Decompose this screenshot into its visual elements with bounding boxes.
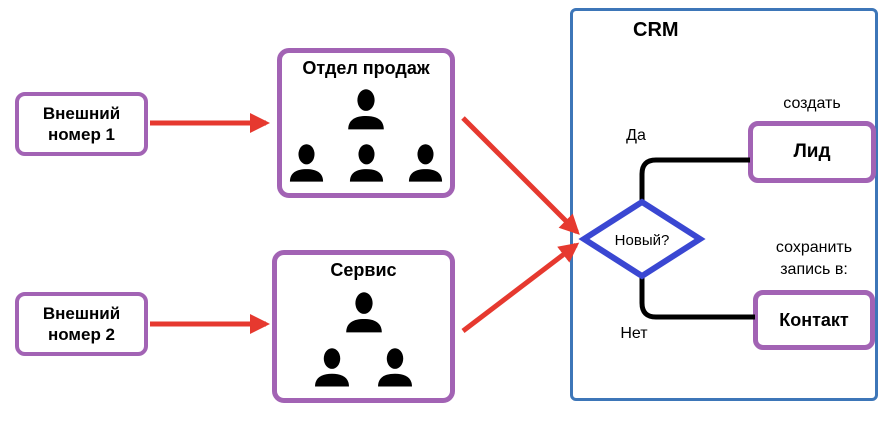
lead-label: Лид: [793, 141, 831, 162]
sales-department-box: Отдел продаж: [277, 48, 455, 198]
person-icon: [374, 346, 416, 390]
yes-branch-label: Да: [626, 127, 646, 144]
lead-box: Лид: [748, 121, 876, 183]
person-icon: [286, 142, 327, 185]
arrow-service-to-decision: [461, 242, 580, 333]
person-icon: [344, 87, 388, 133]
person-icon: [342, 290, 386, 336]
lead-caption: создать: [783, 95, 841, 112]
service-department-box: Сервис: [272, 250, 455, 403]
crm-title: CRM: [633, 19, 679, 41]
external-number-1-label: Внешний номер 1: [42, 103, 121, 144]
no-branch-label: Нет: [620, 325, 648, 342]
external-number-1-box: Внешний номер 1: [15, 92, 148, 156]
person-icon: [311, 346, 353, 390]
contact-box: Контакт: [753, 290, 875, 350]
arrow-sales-to-decision: [461, 116, 580, 235]
external-number-2-label: Внешний номер 2: [42, 303, 121, 344]
person-icon: [346, 142, 387, 185]
sales-department-label: Отдел продаж: [302, 58, 430, 78]
contact-label: Контакт: [779, 309, 849, 330]
external-number-2-box: Внешний номер 2: [15, 292, 148, 356]
person-icon: [405, 142, 446, 185]
service-department-label: Сервис: [330, 260, 397, 280]
contact-caption: сохранить запись в:: [775, 239, 853, 278]
